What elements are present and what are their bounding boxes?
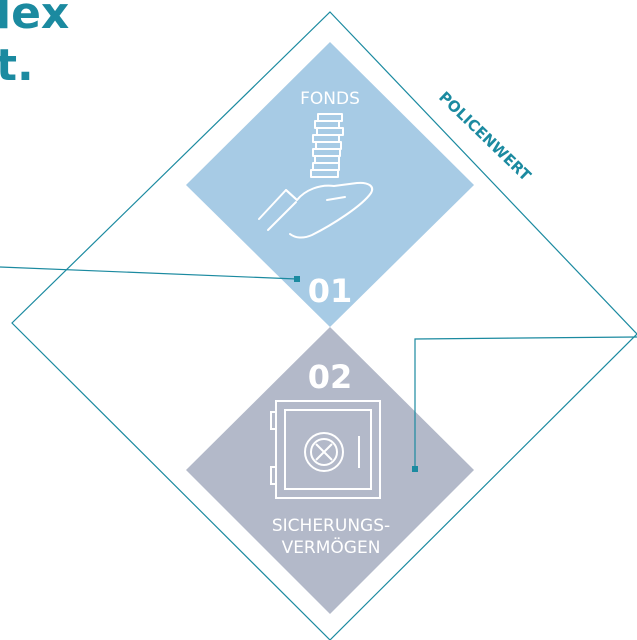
heading-line-2: t. bbox=[0, 40, 34, 91]
connector-right bbox=[412, 336, 637, 472]
sicherungsvermoegen-title-line1: SICHERUNGS- bbox=[272, 516, 390, 536]
policenwert-frame bbox=[11, 11, 637, 640]
fonds-number: 01 bbox=[308, 272, 353, 310]
coins-on-hand-icon bbox=[258, 113, 374, 239]
heading: lex t. bbox=[0, 0, 69, 92]
heading-line-1: lex bbox=[0, 0, 70, 39]
fonds-title: FONDS bbox=[300, 89, 360, 109]
fonds-diamond bbox=[186, 42, 474, 327]
connector-left bbox=[0, 266, 300, 282]
safe-icon bbox=[270, 400, 381, 499]
sicherungsvermoegen-title-line2: VERMÖGEN bbox=[282, 536, 381, 558]
sicherungsvermoegen-number: 02 bbox=[308, 358, 353, 396]
